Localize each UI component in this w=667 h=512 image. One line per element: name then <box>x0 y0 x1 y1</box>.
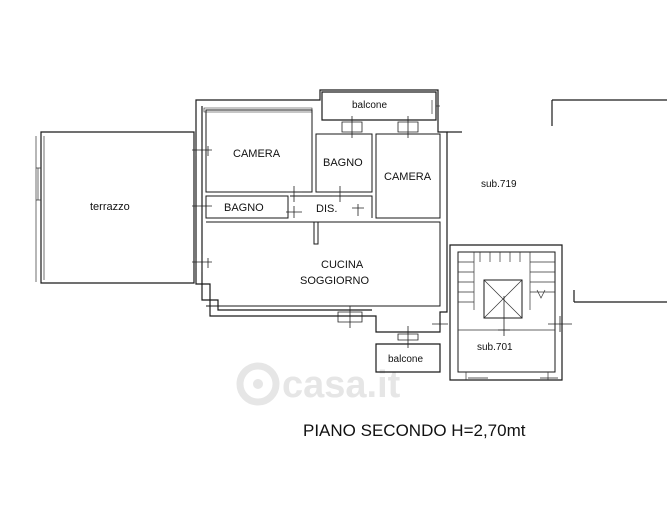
balcone-top-outline <box>321 91 440 121</box>
room-label-camera-left: CAMERA <box>233 148 281 160</box>
room-label-sub701: sub.701 <box>477 342 513 353</box>
room-label-soggiorno: SOGGIORNO <box>300 275 370 287</box>
watermark-logo-icon <box>236 362 280 406</box>
stair-core <box>449 244 563 381</box>
plan-title: PIANO SECONDO H=2,70mt <box>303 421 526 440</box>
room-label-sub719: sub.719 <box>481 179 517 190</box>
partitions <box>205 109 441 307</box>
sub719-outline <box>447 99 667 303</box>
watermark: casa.it <box>236 362 401 406</box>
room-label-bagno-left: BAGNO <box>224 202 264 214</box>
opening-marks <box>192 116 572 379</box>
watermark-text: casa.it <box>282 364 401 406</box>
balcone-bottom-outline <box>375 343 441 373</box>
room-label-dis: DIS. <box>316 203 337 215</box>
room-label-camera-right: CAMERA <box>384 171 432 183</box>
watermark-logo-dot <box>253 379 263 389</box>
terrazzo-area <box>35 131 195 284</box>
room-label-balcone-top: balcone <box>352 100 387 111</box>
room-label-balcone-bottom: balcone <box>388 354 423 365</box>
room-label-bagno-top: BAGNO <box>323 157 363 169</box>
room-label-cucina: CUCINA <box>321 259 364 271</box>
room-label-terrazzo: terrazzo <box>90 201 130 213</box>
